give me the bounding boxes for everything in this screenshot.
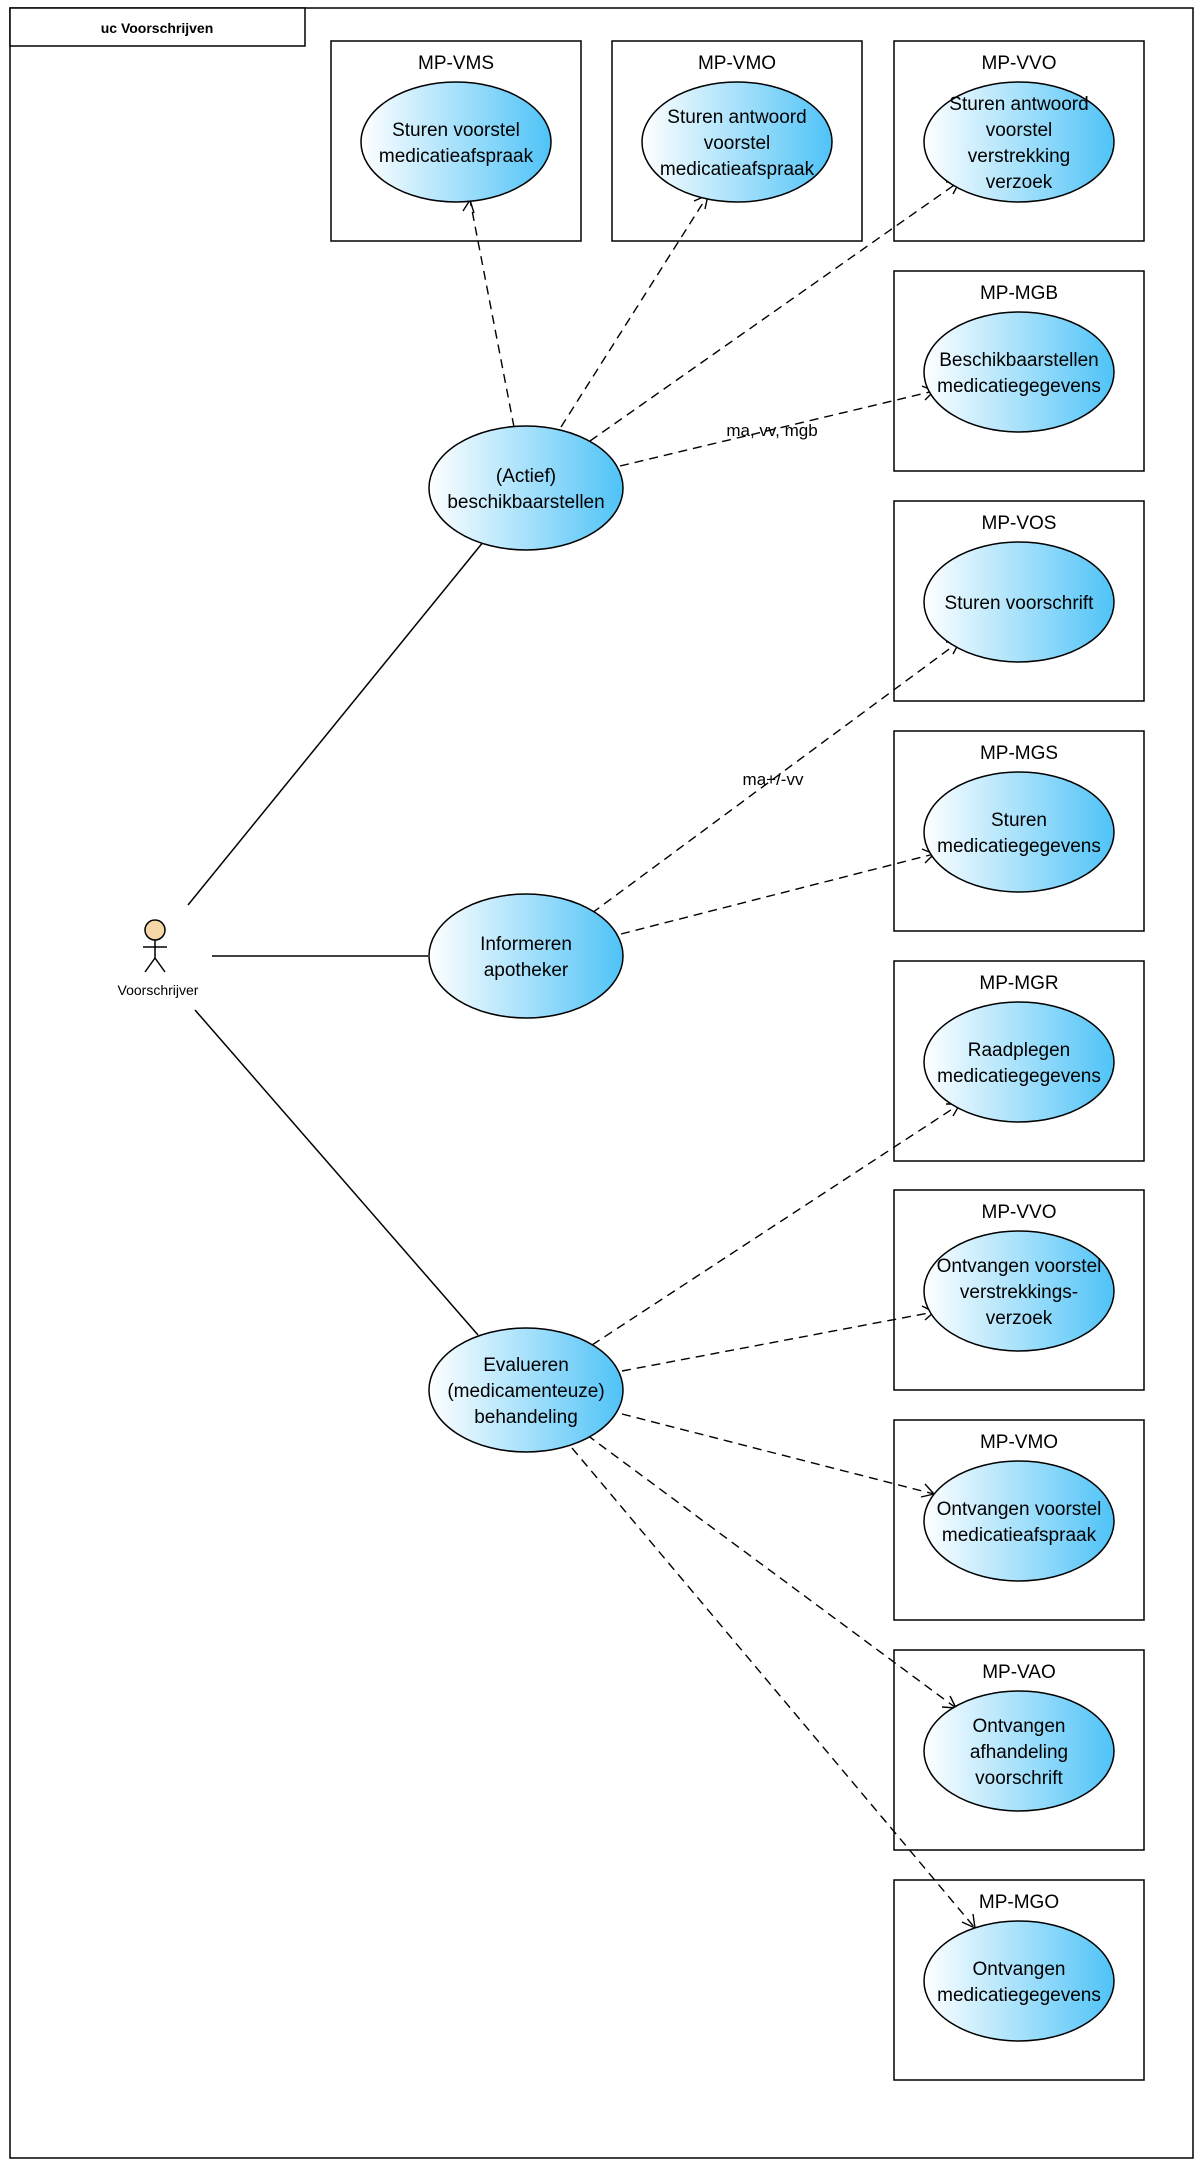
package-title: MP-VMO (698, 53, 776, 74)
use-case-ellipse (923, 1230, 1115, 1352)
use-case-ellipse (428, 893, 624, 1019)
use-case-ellipse (923, 1001, 1115, 1123)
use-case-label-line: voorstel (704, 133, 771, 154)
use-case-ellipse (360, 81, 552, 203)
use-case-ellipse (923, 541, 1115, 663)
frame-title: uc Voorschrijven (101, 20, 214, 36)
use-case-label-line: Sturen (991, 810, 1047, 831)
use-case-ellipse (923, 1690, 1115, 1812)
use-case-label-line: (medicamenteuze) (447, 1381, 604, 1402)
use-case-ellipse (923, 81, 1115, 203)
use-case-label-line: medicatiegegevens (937, 376, 1101, 397)
use-case-label-line: Informeren (480, 934, 572, 955)
package-title: MP-VOS (982, 513, 1057, 534)
use-case-label-line: medicatiegegevens (937, 1985, 1101, 2006)
dependency-label-mgb: ma, vv, mgb (726, 421, 817, 440)
use-case-label-line: Raadplegen (968, 1040, 1070, 1061)
use-case-mp-vmo-8[interactable]: Ontvangen voorstel medicatieafspraak (923, 1460, 1115, 1582)
actor-label: Voorschrijver (118, 982, 199, 998)
use-case-ellipse (428, 425, 624, 551)
package-title: MP-VAO (982, 1662, 1056, 1683)
use-case-ellipse (923, 771, 1115, 893)
use-case-label-line: Ontvangen voorstel (937, 1256, 1102, 1277)
use-case-mp-mgs-5[interactable]: Sturen medicatiegegevens (923, 771, 1115, 893)
frame-title-box (9, 7, 306, 47)
use-case-label-line: Ontvangen (973, 1716, 1066, 1737)
package-title: MP-VVO (982, 53, 1057, 74)
use-case-label-line: medicatieafspraak (660, 159, 815, 180)
use-case-label-line: Sturen antwoord (949, 94, 1088, 115)
use-case-label-line: Sturen voorstel (392, 120, 520, 141)
use-case-label-line: medicatieafspraak (942, 1525, 1097, 1546)
use-case-label-line: medicatiegegevens (937, 1066, 1101, 1087)
use-case-ellipse (923, 1460, 1115, 1582)
use-case-label-line: behandeling (474, 1407, 578, 1428)
use-case-label-line: Ontvangen voorstel (937, 1499, 1102, 1520)
use-case-label-line: Sturen antwoord (667, 107, 806, 128)
use-case-label-line: Sturen voorschrift (945, 593, 1095, 614)
use-case-label-line: beschikbaarstellen (447, 492, 604, 513)
use-case-evalueren[interactable]: Evalueren (medicamenteuze) behandeling (428, 1327, 624, 1453)
use-case-informeren[interactable]: Informeren apotheker (428, 893, 624, 1019)
use-case-ellipse (641, 81, 833, 203)
package-title: MP-MGB (980, 283, 1058, 304)
association-evalueren (194, 1009, 479, 1336)
use-case-label-line: medicatieafspraak (379, 146, 534, 167)
use-case-label-line: verstrekking (968, 146, 1070, 167)
use-case-label-line: verzoek (986, 1308, 1053, 1329)
use-case-label-line: (Actief) (496, 466, 556, 487)
package-title: MP-MGR (979, 973, 1058, 994)
use-case-mp-mgo-10[interactable]: Ontvangen medicatiegegevens (923, 1920, 1115, 2042)
use-case-mp-vmo-1[interactable]: Sturen antwoord voorstel medicatieafspraak (641, 81, 833, 203)
use-case-mp-vvo-7[interactable]: Ontvangen voorstel verstrekkings-verzoek (923, 1230, 1115, 1352)
package-title: MP-MGO (979, 1892, 1059, 1913)
use-case-mp-mgb-3[interactable]: Beschikbaarstellen medicatiegegevens (923, 311, 1115, 433)
package-title: MP-VMO (980, 1432, 1058, 1453)
use-case-label-line: Beschikbaarstellen (939, 350, 1098, 371)
use-case-label-line: verstrekkings- (960, 1282, 1078, 1303)
use-case-ellipse (428, 1327, 624, 1453)
use-case-label-line: Evalueren (483, 1355, 569, 1376)
actor-head (144, 919, 166, 941)
actor-voorschrijver[interactable]: Voorschrijver (118, 919, 199, 998)
dependency-label-vos: ma+/-vv (743, 770, 804, 789)
use-case-mp-vao-9[interactable]: Ontvangen afhandeling voorschrift (923, 1690, 1115, 1812)
use-case-label-line: apotheker (484, 960, 569, 981)
use-case-mp-vms-0[interactable]: Sturen voorstel medicatieafspraak (360, 81, 552, 203)
use-case-mp-mgr-6[interactable]: Raadplegen medicatiegegevens (923, 1001, 1115, 1123)
use-case-ellipse (923, 311, 1115, 433)
use-case-beschikbaar[interactable]: (Actief) beschikbaarstellen (428, 425, 624, 551)
association-beschikbaar (187, 540, 485, 906)
package-title: MP-MGS (980, 743, 1058, 764)
use-case-mp-vos-4[interactable]: Sturen voorschrift (923, 541, 1115, 663)
package-title: MP-VMS (418, 53, 494, 74)
package-title: MP-VVO (982, 1202, 1057, 1223)
use-case-label-line: voorschrift (975, 1768, 1063, 1789)
use-case-label-line: Ontvangen (973, 1959, 1066, 1980)
use-case-label-line: voorstel (986, 120, 1053, 141)
use-case-mp-vvo-2[interactable]: Sturen antwoord voorstel verstrekking verzo… (923, 81, 1115, 203)
use-case-label-line: verzoek (986, 172, 1053, 193)
use-case-label-line: afhandeling (970, 1742, 1068, 1763)
use-case-label-line: medicatiegegevens (937, 836, 1101, 857)
use-case-ellipse (923, 1920, 1115, 2042)
